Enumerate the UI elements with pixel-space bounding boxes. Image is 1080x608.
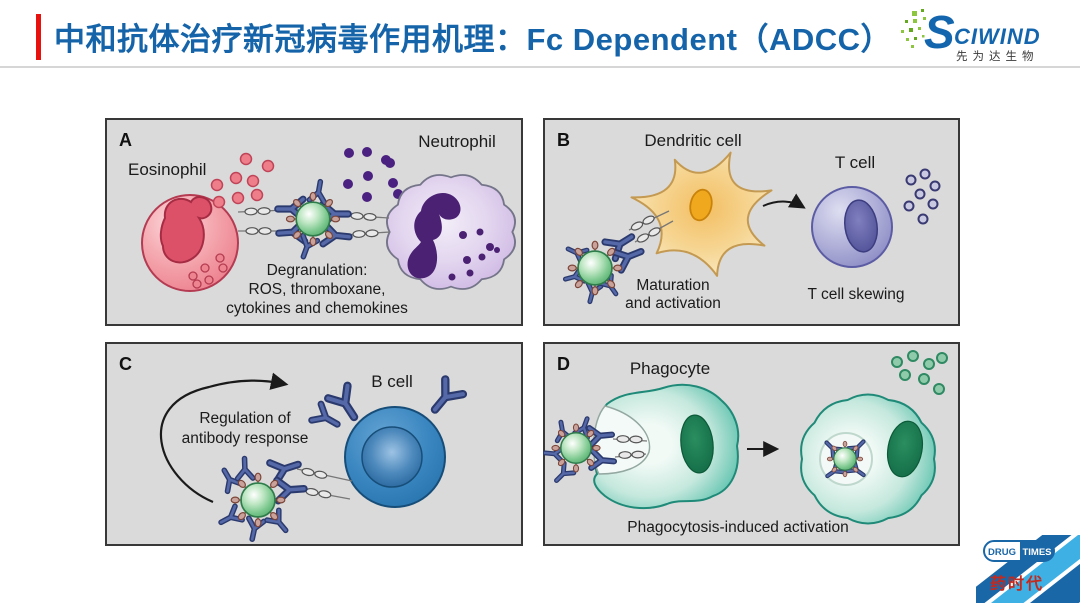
b-cell [344, 406, 446, 508]
panel-c-frame [105, 342, 523, 546]
virus-icon [286, 192, 339, 245]
released-red-granules [210, 152, 275, 209]
fc-receptor-chains [628, 210, 674, 245]
logo-ciwind: CIWIND [954, 24, 1041, 49]
released-purple-granules [343, 147, 403, 202]
panel-b-caption-3: T cell skewing [807, 286, 904, 303]
neutrophil-label: Neutrophil [418, 132, 496, 151]
activation-arrow [762, 193, 806, 209]
regulation-arrow [159, 372, 289, 504]
panel-b-caption-2: and activation [625, 295, 721, 312]
sciwind-logo: S CIWIND 先为达生物 [898, 6, 1058, 64]
panel-d-letter: D [557, 354, 570, 374]
t-cell-label: T cell [835, 153, 875, 172]
panel-b: B Dendritic cell T cell Maturation and a… [543, 118, 960, 331]
virus-icon [231, 473, 285, 527]
phagocyte-engulfing [592, 383, 740, 510]
panel-a-caption-1: Degranulation: [267, 262, 368, 279]
logo-subtitle: 先为达生物 [956, 49, 1039, 63]
panel-a-caption-2: ROS, thromboxane, [249, 281, 386, 298]
virus-icon [568, 241, 622, 295]
panel-b-caption-1: Maturation [636, 277, 709, 294]
b-cell-label: B cell [371, 372, 413, 391]
t-cell [811, 186, 893, 268]
panel-c-caption-2: antibody response [182, 430, 309, 447]
watermark-drug-text: DRUG [988, 547, 1016, 558]
dendritic-cell [630, 151, 773, 277]
panel-c-caption-1: Regulation of [199, 410, 291, 427]
panel-a: A Eosinophil Neutrophil [105, 118, 523, 331]
phagocyte-label: Phagocyte [630, 359, 710, 378]
panel-b-letter: B [557, 130, 570, 150]
panel-d-caption: Phagocytosis-induced activation [627, 519, 848, 536]
panel-c: C Regulation of antibody response B cell [105, 342, 523, 551]
header-divider [0, 66, 1080, 68]
panel-c-letter: C [119, 354, 132, 374]
neutrophil-granules [448, 228, 500, 281]
panel-d: D Phagocyte Phag [543, 342, 960, 551]
slide-title: 中和抗体治疗新冠病毒作用机理：Fc Dependent（ADCC） [54, 22, 893, 57]
eosinophil-cell [141, 194, 239, 292]
phagocyte-activated [800, 393, 936, 525]
cytokine-rings [903, 168, 941, 225]
drugtimes-capsule: DRUG TIMES [983, 540, 1055, 562]
secreted-mediator-rings [891, 350, 948, 395]
dendritic-cell-label: Dendritic cell [644, 131, 741, 150]
logo-s: S [924, 6, 955, 58]
fc-receptor-chains [296, 466, 353, 500]
drugtimes-watermark: DRUG TIMES 药时代 [976, 535, 1080, 608]
panel-a-letter: A [119, 130, 132, 150]
watermark-cn-text: 药时代 [990, 574, 1044, 593]
neutrophil-cell [386, 174, 516, 290]
engulfed-virus-icon [827, 441, 862, 476]
virus-icon [552, 424, 600, 472]
logo-green-pixels [901, 9, 926, 48]
title-accent-bar [36, 14, 41, 60]
eosinophil-label: Eosinophil [128, 160, 206, 179]
watermark-times-text: TIMES [1022, 547, 1051, 558]
fc-receptor-chains [612, 434, 648, 460]
eosinophil-granules [188, 253, 228, 289]
panel-a-caption-3: cytokines and chemokines [226, 300, 408, 317]
